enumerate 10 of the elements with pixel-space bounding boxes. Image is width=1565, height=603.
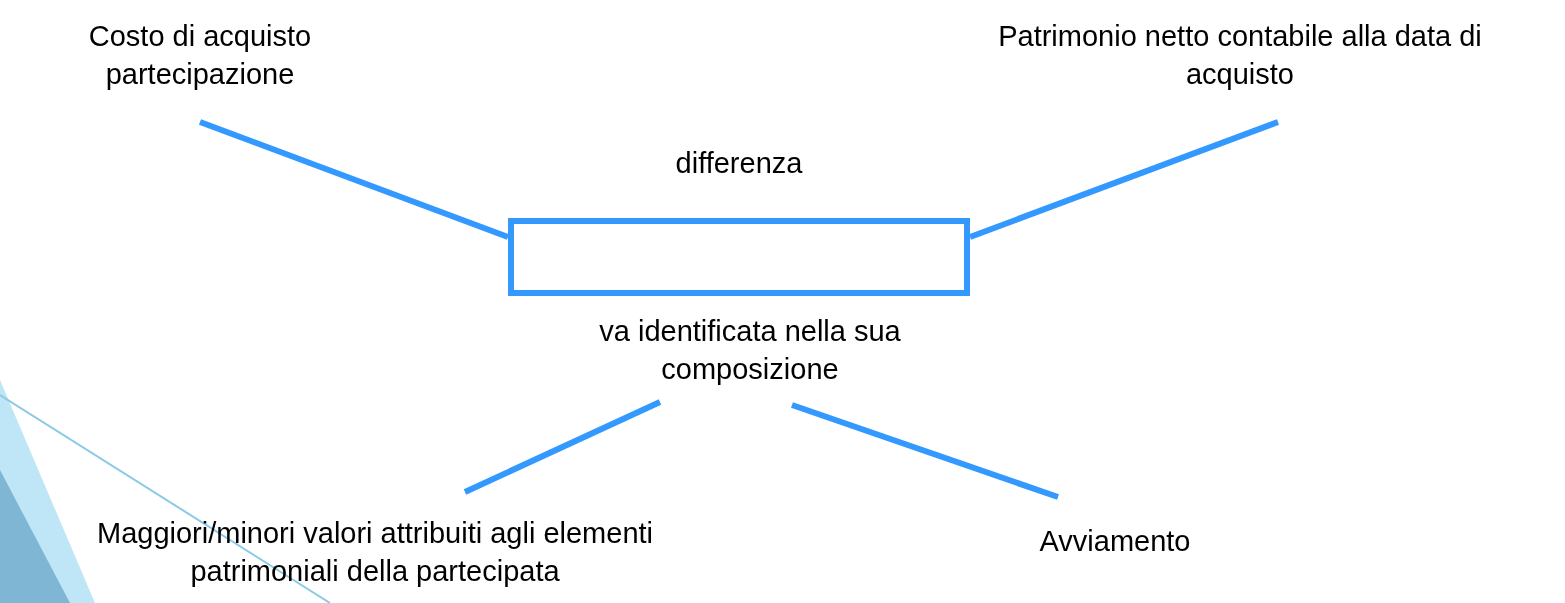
node-text: Maggiori/minori valori attribuiti agli elementi patrimoniali della partecipata: [95, 516, 655, 589]
connector-line: [968, 119, 1280, 240]
node-text: Costo di acquisto partecipazione: [87, 19, 313, 92]
node-text: Patrimonio netto contabile alla data di acquisto: [997, 19, 1483, 92]
connector-line: [198, 119, 510, 240]
node-text: differenza: [675, 146, 803, 181]
connector-line: [463, 399, 662, 495]
connector-line: [791, 402, 1059, 500]
node-text: va identificata nella sua composizione: [598, 314, 902, 387]
node-text: Avviamento: [1039, 524, 1191, 559]
